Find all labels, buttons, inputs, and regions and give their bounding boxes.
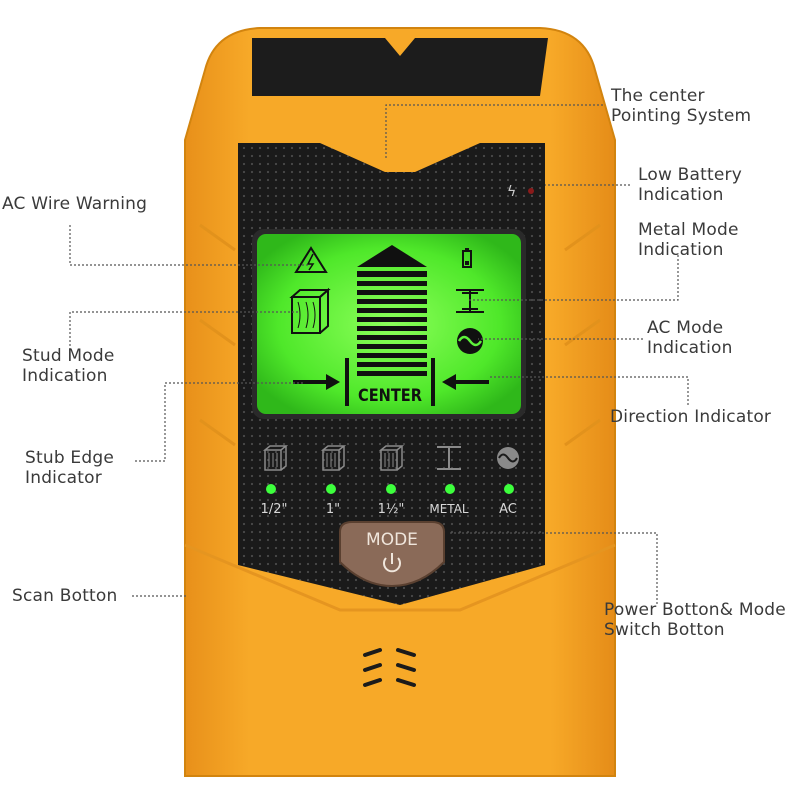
led-indicator [386,484,396,494]
callout-stud-mode: Stud Mode Indication [22,346,115,386]
callout-stub-edge: Stub Edge Indicator [25,448,115,488]
indicator-label: AC [499,502,517,517]
center-label: CENTER [358,386,422,406]
callout-power-button: Power Botton& Mode Switch Botton [604,600,786,640]
power-icon [383,553,401,573]
mode-button-label: MODE [366,530,418,550]
stud-icon [262,445,289,471]
lightning-icon: ϟ [507,184,516,200]
ac-mode-icon [457,328,483,354]
led-indicator [445,484,455,494]
center-bracket-right [431,358,435,406]
stud-icon [378,445,405,471]
lcd-screen: CENTER [252,229,526,419]
ac-wave-icon [497,447,519,469]
indicator-row: 1/2" 1" 1½" METAL AC [261,445,519,517]
indicator-label: METAL [429,502,469,516]
i-beam-icon [456,289,484,313]
mode-button[interactable]: MODE [339,521,445,588]
callout-ac-mode: AC Mode Indication [647,318,733,358]
stud-icon [289,287,331,334]
callout-direction: Direction Indicator [610,407,772,427]
led-indicator [326,484,336,494]
callout-low-battery: Low Battery Indication [638,165,743,205]
direction-arrow-right-icon [293,374,340,390]
battery-led-icon [528,188,534,194]
led-indicator [504,484,514,494]
speaker-grille [363,648,416,687]
indicator-label: 1/2" [261,502,288,517]
led-indicator [266,484,276,494]
callout-ac-wire-warning: AC Wire Warning [2,194,148,214]
callout-leader-lines [69,104,689,604]
callout-metal-mode: Metal Mode Indication [638,220,739,260]
indicator-label: 1½" [378,502,405,517]
stud-icon [320,445,347,471]
indicator-label: 1" [326,502,340,517]
center-pointing-bars [357,245,427,376]
callout-scan-button: Scan Botton [12,586,118,606]
direction-arrow-left-icon [442,374,489,390]
center-bracket-left [345,358,349,406]
callout-center-pointing: The center Pointing System [611,86,752,126]
i-beam-icon [437,446,461,470]
low-battery-icon [462,248,472,268]
ac-warning-icon [294,246,328,273]
